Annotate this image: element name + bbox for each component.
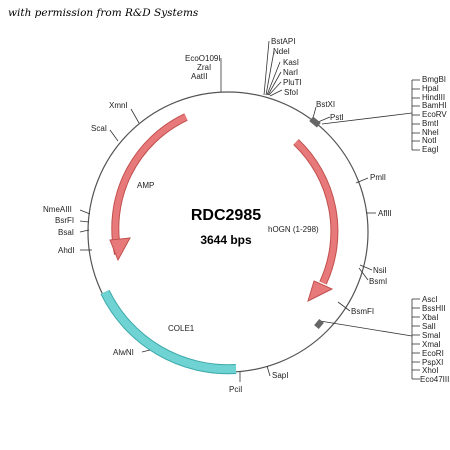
site-label-psti: PstI (330, 113, 344, 122)
site-label-zrai: ZraI (197, 63, 211, 72)
site-label-sfoi: SfoI (284, 88, 298, 97)
site-label-bstxi: BstXI (316, 100, 335, 109)
site-label-aatii: AatII (191, 72, 207, 81)
site-label-ahdi: AhdI (58, 246, 74, 255)
site-label-hindiii: HindIII (422, 93, 445, 102)
site-label-nmeaiii: NmeAIII (43, 205, 72, 214)
site-tick-nmeaiii (79, 209, 91, 215)
site-label-xbai: XbaI (422, 313, 438, 322)
site-label-bstapi: BstAPI (271, 37, 295, 46)
feature-label-amp: AMP (137, 181, 154, 190)
site-label-bsmfi: BsmFI (351, 307, 374, 316)
site-tick-bsrfi (79, 220, 90, 223)
site-label-nhei: NheI (422, 128, 439, 137)
site-tick-scai (109, 129, 119, 142)
permission-note: with permission from R&D Systems (8, 7, 199, 19)
site-label-nari: NarI (283, 68, 298, 77)
site-label-bsmi: BsmI (369, 277, 387, 286)
feature-label-hogn: hOGN (1-298) (268, 225, 319, 234)
site-label-ndei: NdeI (273, 47, 290, 56)
site-label-scai: ScaI (91, 124, 107, 133)
site-tick-top-group (263, 40, 270, 96)
site-label-bsshii: BssHII (422, 304, 446, 313)
site-label-noti: NotI (422, 136, 437, 145)
mcs-marker-top (309, 116, 321, 128)
site-tick-bstxi (312, 106, 317, 119)
site-tick-pmli (355, 177, 369, 184)
site-label-sapi: SapI (272, 371, 288, 380)
site-tick-sapi (266, 365, 271, 377)
site-label-pmli: PmlI (370, 173, 386, 182)
amp-arrowhead (109, 237, 131, 262)
site-label-nsii: NsiI (373, 266, 387, 275)
site-tick-alwni (141, 349, 151, 353)
site-label-bsrfi: BsrFI (55, 216, 74, 225)
site-label-alwni: AlwNI (113, 348, 134, 357)
site-label-xmni: XmnI (109, 101, 128, 110)
site-label-smai: SmaI (422, 331, 441, 340)
site-label-pluti: PluTI (283, 78, 302, 87)
site-label-aflii: AflII (378, 209, 392, 218)
site-tick-bsai (79, 229, 90, 233)
mcs-marker-bottom (314, 319, 324, 329)
site-label-xhoi: XhoI (422, 366, 438, 375)
site-label-pspxi: PspXI (422, 358, 443, 367)
site-label-kasi: KasI (283, 58, 299, 67)
site-tick-right-bottom-group (319, 320, 413, 337)
feature-label-cole1: COLE1 (168, 324, 195, 333)
site-label-ecori: EcoRI (422, 349, 444, 358)
site-label-xmai: XmaI (422, 340, 441, 349)
site-label-sali: SalI (422, 322, 436, 331)
site-tick-nsii (359, 264, 373, 271)
site-label-ecorv: EcoRV (422, 110, 447, 119)
site-tick-xmni (130, 108, 140, 124)
site-label-eagi: EagI (422, 145, 438, 154)
site-label-eco47iii: Eco47III (420, 375, 449, 384)
site-label-hpai: HpaI (422, 84, 439, 93)
plasmid-name: RDC2985 (191, 207, 261, 224)
site-tick-psti (317, 116, 331, 123)
site-label-asci: AscI (422, 295, 438, 304)
hogn-arrowhead (307, 280, 334, 302)
site-label-bmti: BmtI (422, 119, 438, 128)
site-label-bamhi: BamHI (422, 101, 446, 110)
site-tick-right-top-group (321, 112, 413, 125)
site-label-bmgbi: BmgBI (422, 75, 446, 84)
site-label-pcii: PciI (229, 385, 242, 394)
site-label-ecoo109i: EcoO109I (185, 54, 221, 63)
site-tick-bsmi (358, 267, 369, 281)
site-label-bsai: BsaI (58, 228, 74, 237)
site-tick-bsmfi (337, 301, 351, 312)
plasmid-size: 3644 bps (200, 233, 252, 247)
